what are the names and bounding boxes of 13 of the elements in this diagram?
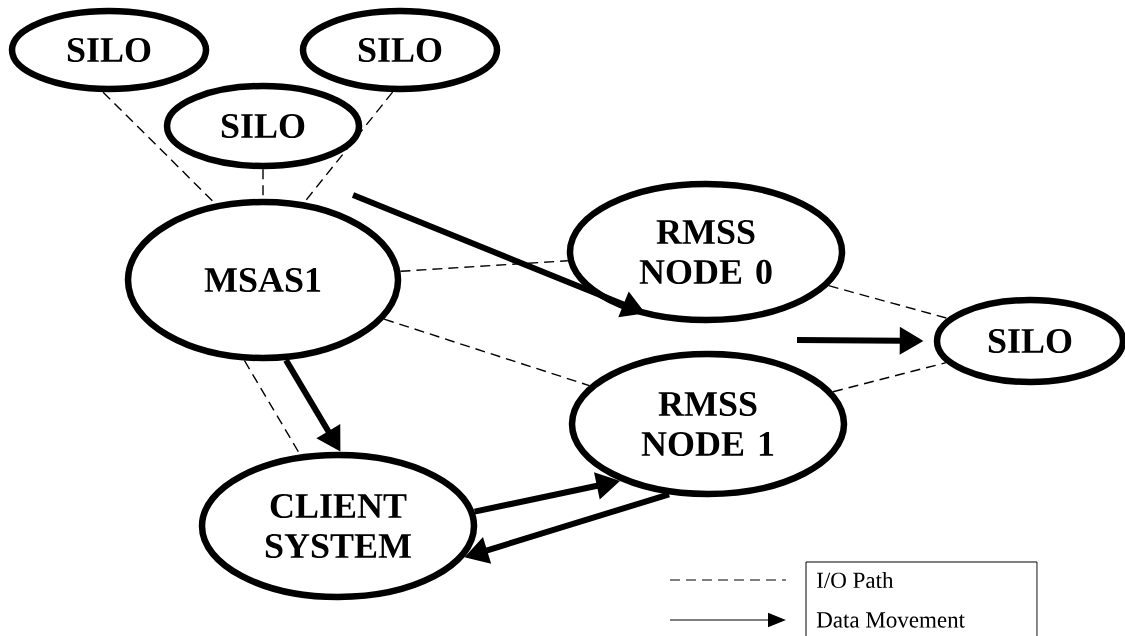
ellipse-node: CLIENT SYSTEM xyxy=(198,451,478,601)
ellipse-node: RMSS NODE 0 xyxy=(566,180,846,324)
dashed-line xyxy=(828,285,949,319)
dashed-line xyxy=(832,361,947,393)
ellipse-node: SILO xyxy=(299,7,501,93)
ellipse-node: SILO xyxy=(8,7,210,93)
legend-text: Data Movement xyxy=(816,612,965,628)
legend-text: I/O Path xyxy=(817,571,894,589)
dashed-line xyxy=(399,260,569,272)
ellipse-node: RMSS NODE 1 xyxy=(568,350,848,498)
ellipse-node: MSAS1 xyxy=(124,198,402,362)
dashed-line xyxy=(383,318,591,387)
ellipse-node: SILO xyxy=(163,82,363,170)
